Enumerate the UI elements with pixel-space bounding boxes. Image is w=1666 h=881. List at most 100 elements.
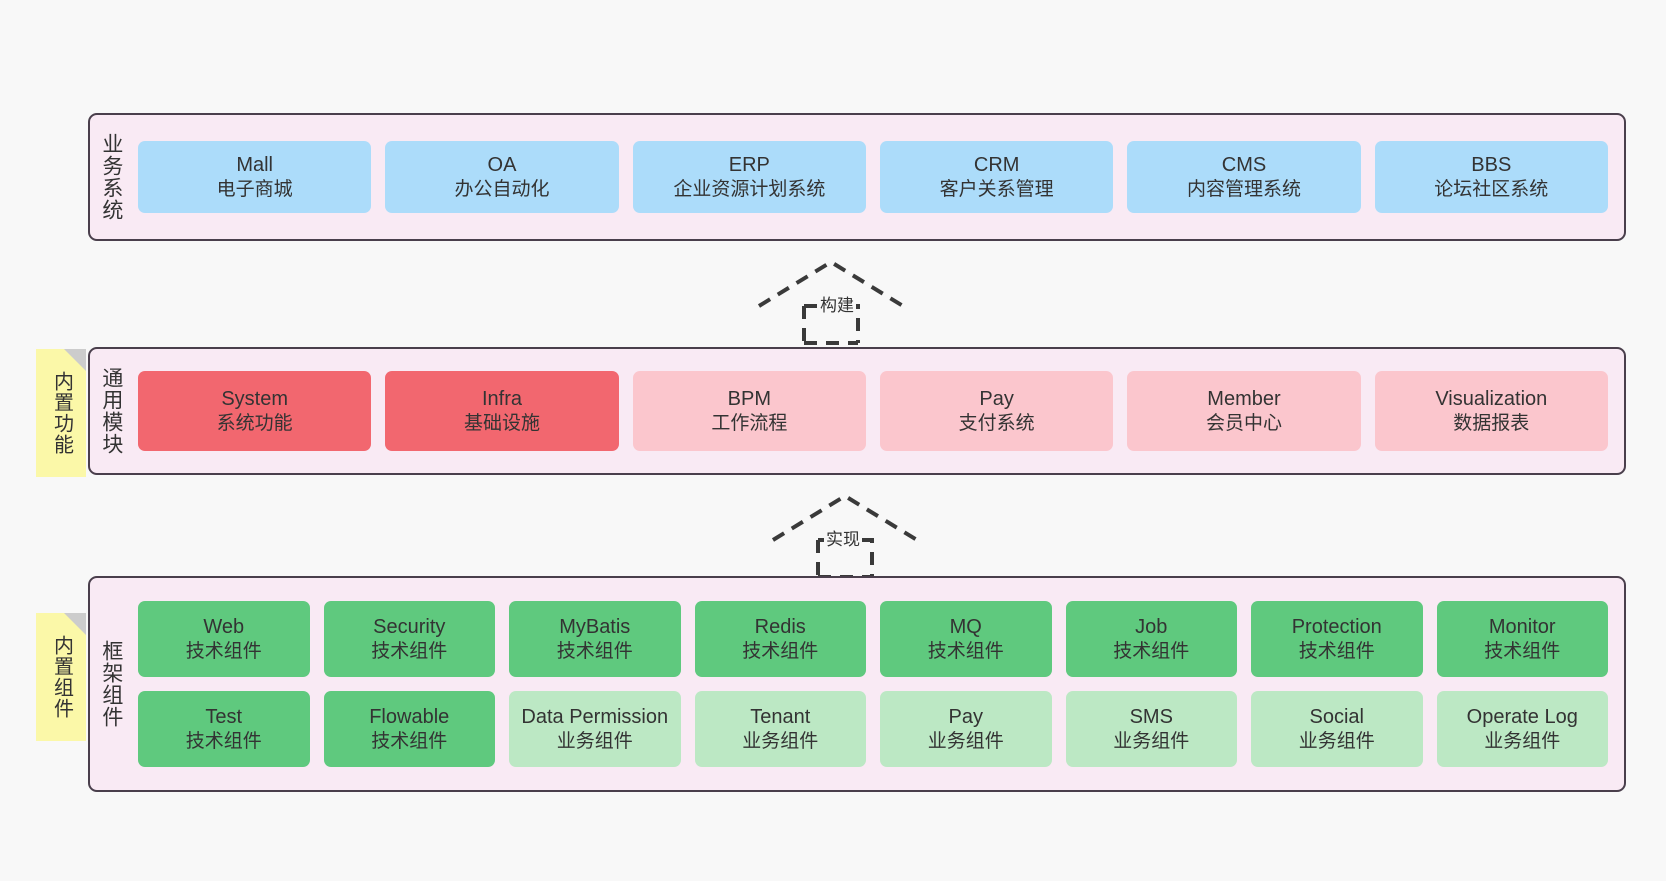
card-title: Pay [979, 388, 1014, 411]
layer-general-modules: 通用模块 System 系统功能 Infra 基础设施 BPM 工作流程 Pay… [88, 347, 1626, 475]
sticky-note-builtin-features: 内置功能 [36, 349, 86, 477]
card-title: Data Permission [521, 706, 669, 729]
page-fold-icon [64, 613, 86, 635]
card-subtitle: 业务组件 [556, 730, 633, 752]
card-member[interactable]: Member 会员中心 [1127, 371, 1361, 451]
card-tenant[interactable]: Tenant 业务组件 [694, 691, 866, 767]
card-title: Test [205, 706, 243, 729]
card-title: ERP [728, 154, 770, 177]
card-title: OA [487, 154, 517, 177]
card-title: Redis [754, 616, 806, 639]
card-infra[interactable]: Infra 基础设施 [385, 371, 619, 451]
card-subtitle: 业务组件 [1298, 730, 1375, 752]
card-sms[interactable]: SMS 业务组件 [1065, 691, 1237, 767]
card-subtitle: 业务组件 [1113, 730, 1190, 752]
card-subtitle: 系统功能 [216, 412, 293, 434]
card-title: Flowable [369, 706, 450, 729]
card-subtitle: 业务组件 [927, 730, 1004, 752]
card-subtitle: 支付系统 [958, 412, 1035, 434]
card-web[interactable]: Web 技术组件 [138, 601, 310, 677]
layer-body-framework: Web 技术组件 Security 技术组件 MyBatis 技术组件 Redi… [132, 578, 1624, 790]
connector-label-build: 构建 [818, 291, 856, 316]
card-title: System [221, 388, 288, 411]
card-subtitle: 技术组件 [371, 730, 448, 752]
card-subtitle: 技术组件 [1113, 640, 1190, 662]
generalization-arrow-icon [757, 259, 905, 345]
card-subtitle: 技术组件 [556, 640, 633, 662]
card-subtitle: 会员中心 [1205, 412, 1282, 434]
card-title: MQ [949, 616, 982, 639]
card-subtitle: 客户关系管理 [939, 178, 1054, 200]
card-subtitle: 技术组件 [927, 640, 1004, 662]
layer-business-systems: 业务系统 Mall 电子商城 OA 办公自动化 ERP 企业资源计划系统 CRM… [88, 113, 1626, 241]
card-title: Pay [948, 706, 983, 729]
layer-title-general: 通用模块 [99, 367, 123, 455]
card-security[interactable]: Security 技术组件 [323, 601, 495, 677]
card-subtitle: 电子商城 [216, 178, 293, 200]
card-title: CRM [973, 154, 1020, 177]
card-title: Job [1135, 616, 1168, 639]
card-cms[interactable]: CMS 内容管理系统 [1127, 141, 1361, 213]
card-title: Web [203, 616, 245, 639]
card-title: Visualization [1435, 388, 1548, 411]
card-row: Test 技术组件 Flowable 技术组件 Data Permission … [138, 691, 1608, 767]
card-title: BPM [727, 388, 771, 411]
card-subtitle: 技术组件 [371, 640, 448, 662]
card-system[interactable]: System 系统功能 [138, 371, 372, 451]
connector-implement: 实现 [770, 492, 920, 579]
card-monitor[interactable]: Monitor 技术组件 [1436, 601, 1608, 677]
card-redis[interactable]: Redis 技术组件 [694, 601, 866, 677]
card-pay-module[interactable]: Pay 支付系统 [879, 371, 1114, 451]
card-bbs[interactable]: BBS 论坛社区系统 [1374, 141, 1608, 213]
card-title: Infra [481, 388, 522, 411]
card-pay-component[interactable]: Pay 业务组件 [880, 691, 1052, 767]
card-subtitle: 技术组件 [185, 640, 262, 662]
card-subtitle: 办公自动化 [454, 178, 550, 200]
card-subtitle: 技术组件 [1298, 640, 1375, 662]
card-subtitle: 工作流程 [711, 412, 788, 434]
card-row: Web 技术组件 Security 技术组件 MyBatis 技术组件 Redi… [138, 601, 1608, 677]
sticky-note-builtin-components: 内置组件 [36, 613, 86, 741]
card-title: SMS [1129, 706, 1173, 729]
card-visualization[interactable]: Visualization 数据报表 [1374, 371, 1608, 451]
card-social[interactable]: Social 业务组件 [1251, 691, 1423, 767]
card-title: Monitor [1488, 616, 1556, 639]
card-title: Tenant [750, 706, 811, 729]
card-subtitle: 论坛社区系统 [1434, 178, 1549, 200]
card-subtitle: 技术组件 [742, 640, 819, 662]
card-subtitle: 技术组件 [185, 730, 262, 752]
connector-build: 构建 [756, 258, 906, 345]
card-crm[interactable]: CRM 客户关系管理 [879, 141, 1114, 213]
card-job[interactable]: Job 技术组件 [1065, 601, 1237, 677]
page-fold-icon [64, 349, 86, 371]
card-erp[interactable]: ERP 企业资源计划系统 [632, 141, 866, 213]
card-title: Social [1309, 706, 1364, 729]
sticky-note-label: 内置组件 [50, 635, 73, 719]
card-subtitle: 内容管理系统 [1186, 178, 1301, 200]
card-data-permission[interactable]: Data Permission 业务组件 [509, 691, 681, 767]
card-title: Operate Log [1466, 706, 1578, 729]
card-subtitle: 业务组件 [742, 730, 819, 752]
connector-label-implement: 实现 [824, 525, 862, 550]
card-subtitle: 数据报表 [1453, 412, 1530, 434]
card-test[interactable]: Test 技术组件 [138, 691, 310, 767]
layer-framework-components: 框架组件 Web 技术组件 Security 技术组件 MyBatis 技术组件… [88, 576, 1626, 792]
layer-body-business: Mall 电子商城 OA 办公自动化 ERP 企业资源计划系统 CRM 客户关系… [132, 115, 1624, 239]
card-subtitle: 技术组件 [1484, 640, 1561, 662]
card-title: Security [373, 616, 446, 639]
card-protection[interactable]: Protection 技术组件 [1251, 601, 1423, 677]
card-mq[interactable]: MQ 技术组件 [880, 601, 1052, 677]
card-bpm[interactable]: BPM 工作流程 [632, 371, 866, 451]
card-mall[interactable]: Mall 电子商城 [138, 141, 372, 213]
layer-title-framework: 框架组件 [99, 640, 123, 728]
card-oa[interactable]: OA 办公自动化 [385, 141, 619, 213]
card-flowable[interactable]: Flowable 技术组件 [323, 691, 495, 767]
card-title: MyBatis [559, 616, 631, 639]
card-title: Mall [236, 154, 273, 177]
card-operate-log[interactable]: Operate Log 业务组件 [1436, 691, 1608, 767]
card-mybatis[interactable]: MyBatis 技术组件 [509, 601, 681, 677]
layer-body-general: System 系统功能 Infra 基础设施 BPM 工作流程 Pay 支付系统… [132, 349, 1624, 473]
card-subtitle: 基础设施 [463, 412, 540, 434]
sticky-note-label: 内置功能 [50, 371, 73, 455]
